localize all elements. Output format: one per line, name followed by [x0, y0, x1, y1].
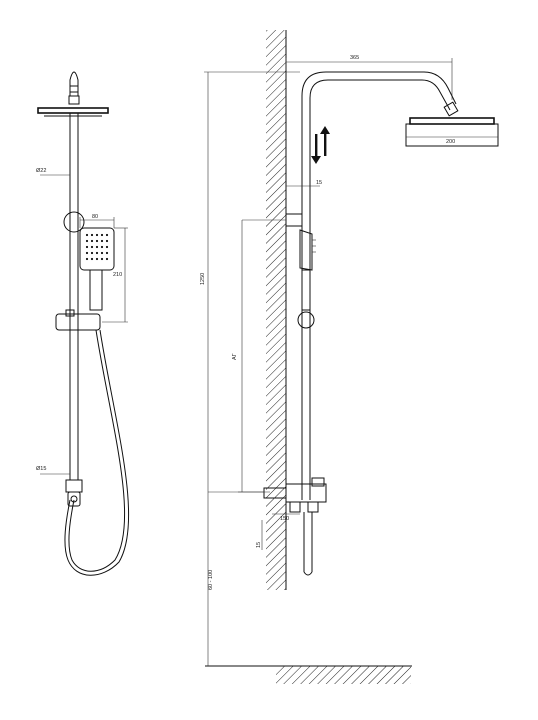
side-wall-bracket — [285, 213, 303, 227]
side-hand-shower — [299, 229, 313, 271]
dim-top-width: 365 — [350, 55, 359, 61]
flexible-hose-outer — [68, 329, 126, 572]
dim-handset-height: 210 — [113, 272, 122, 278]
spray-nozzles — [85, 233, 109, 261]
dim-head-width: 200 — [446, 139, 455, 145]
diverter-outlet — [65, 479, 83, 493]
dim-diameter-bottom: Ø15 — [36, 466, 46, 472]
dim-inlet-small: 15 — [256, 542, 262, 548]
front-view: Ø22 80 210 Ø15 — [36, 71, 130, 576]
side-slider-knob — [297, 311, 315, 329]
dim-bottom-height: 60 - 100 — [208, 570, 214, 590]
flexible-hose-inner — [64, 329, 130, 576]
dim-rail-height: AΓ — [232, 353, 238, 360]
riser-arm-outer — [301, 71, 457, 500]
overhead-head-body — [405, 123, 499, 147]
dim-handset-width: 80 — [92, 214, 98, 220]
slider-holder — [55, 313, 101, 331]
dim-diameter-top: Ø22 — [36, 168, 46, 174]
side-view: 365 200 15 — [200, 30, 499, 684]
wall-hatch — [266, 30, 286, 590]
dim-pipe-small: 15 — [316, 180, 322, 186]
dim-inlet-spacing: 150 — [280, 516, 289, 522]
floor-hatch — [276, 666, 411, 684]
rail-top-cap — [69, 71, 79, 97]
dim-total-height: 1250 — [200, 273, 206, 285]
mixer-valve — [285, 483, 327, 503]
wall-bracket — [63, 211, 85, 233]
hand-shower-handle — [89, 269, 103, 311]
overhead-head — [409, 117, 495, 125]
up-down-arrows-icon — [311, 126, 330, 164]
head-connector — [68, 95, 80, 105]
riser-arm-inner — [309, 79, 451, 500]
overhead-head-edge — [37, 107, 109, 114]
